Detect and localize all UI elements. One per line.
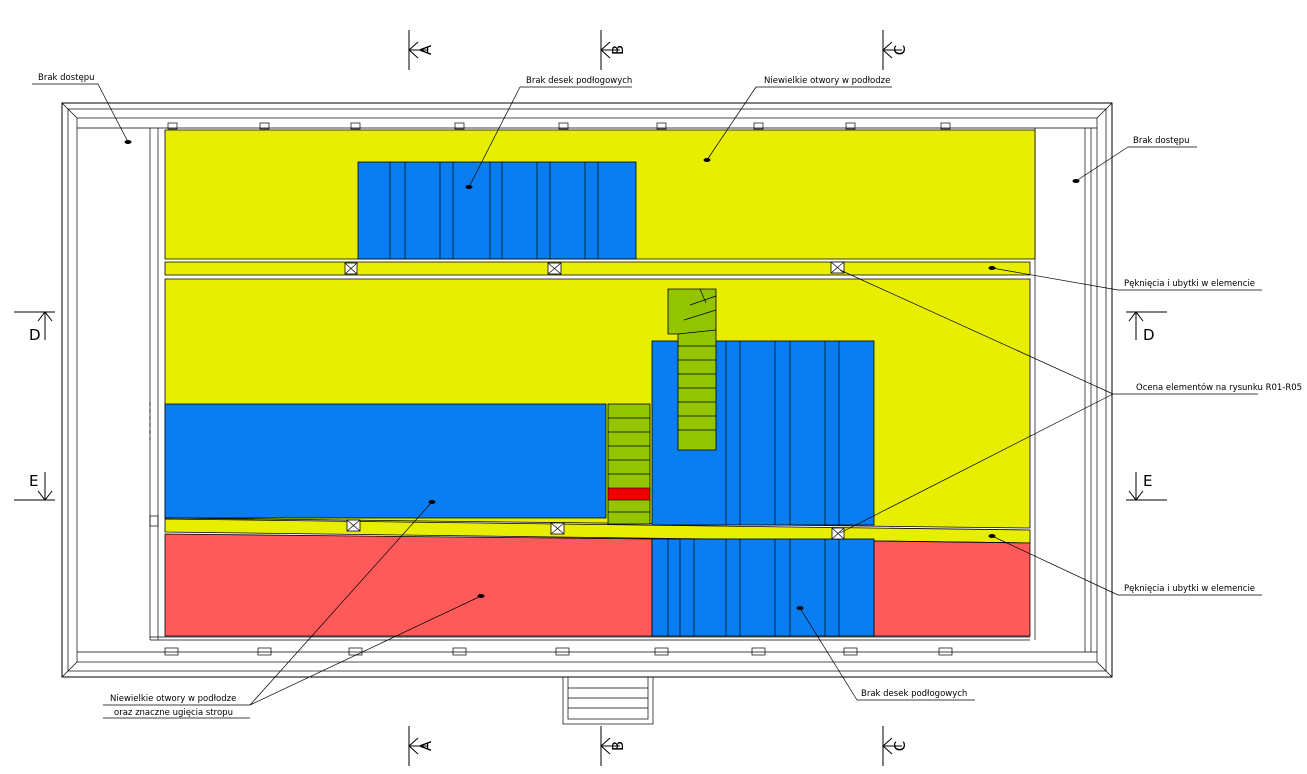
beam-posts xyxy=(344,261,845,540)
label-small-holes-bottom-line2: oraz znaczne ugięcia stropu xyxy=(114,708,233,718)
label-missing-boards-top: Brak desek podłogowych xyxy=(526,76,632,86)
label-evaluation: Ocena elementów na rysunku R01-R05 xyxy=(1136,382,1302,393)
section-marker-c-bottom: C xyxy=(882,726,909,766)
label-no-access-left: Brak dostępu xyxy=(38,73,95,83)
section-marker-e-right: E xyxy=(1126,472,1167,501)
blue-zone-top xyxy=(357,161,637,260)
section-label-b-bottom: B xyxy=(609,741,627,751)
label-cracks-lower: Pęknięcia i ubytki w elemencie xyxy=(1124,584,1255,594)
section-marker-b-top: B xyxy=(600,30,627,70)
red-zone-right xyxy=(873,540,1031,637)
section-markers: A B C A B C D xyxy=(14,30,1167,766)
blue-floor-zones xyxy=(164,161,875,637)
label-missing-boards-bottom: Brak desek podłogowych xyxy=(861,689,967,699)
label-small-holes-top: Niewielkie otwory w podłodze xyxy=(764,76,890,86)
section-marker-b-bottom: B xyxy=(600,726,627,766)
section-label-a-top: A xyxy=(417,44,435,55)
section-marker-d-right: D xyxy=(1126,311,1167,344)
section-label-d-right: D xyxy=(1143,326,1155,344)
red-floor-zones xyxy=(164,533,1031,637)
entrance-steps xyxy=(562,676,654,725)
yellow-beam-upper xyxy=(164,261,1031,276)
section-label-a-bottom: A xyxy=(417,740,435,751)
red-zone-left xyxy=(164,533,653,637)
blue-zone-left xyxy=(164,403,607,519)
label-cracks-upper: Pęknięcia i ubytki w elemencie xyxy=(1124,279,1255,289)
section-marker-a-bottom: A xyxy=(408,726,435,766)
section-label-e-right: E xyxy=(1143,472,1152,490)
section-marker-c-top: C xyxy=(882,30,909,70)
wall-blocks xyxy=(164,122,953,656)
section-marker-e-left: E xyxy=(14,472,55,501)
label-small-holes-bottom-line1: Niewielkie otwory w podłodze xyxy=(110,694,236,704)
section-marker-d-left: D xyxy=(14,311,55,344)
annotation-labels: Brak dostępu Brak desek podłogowych Niew… xyxy=(38,73,1302,718)
section-label-e-left: E xyxy=(29,472,38,490)
section-label-d-left: D xyxy=(29,326,41,344)
section-label-b-top: B xyxy=(609,45,627,55)
red-marker-step xyxy=(607,487,651,501)
staircase-winding xyxy=(667,288,717,451)
annotation-leaders xyxy=(32,83,1262,719)
staircase-left xyxy=(607,403,651,525)
blue-zone-bottom xyxy=(651,538,875,637)
section-marker-a-top: A xyxy=(408,30,435,70)
label-no-access-right: Brak dostępu xyxy=(1133,136,1190,146)
section-label-c-top: C xyxy=(891,45,909,55)
section-label-c-bottom: C xyxy=(891,741,909,751)
